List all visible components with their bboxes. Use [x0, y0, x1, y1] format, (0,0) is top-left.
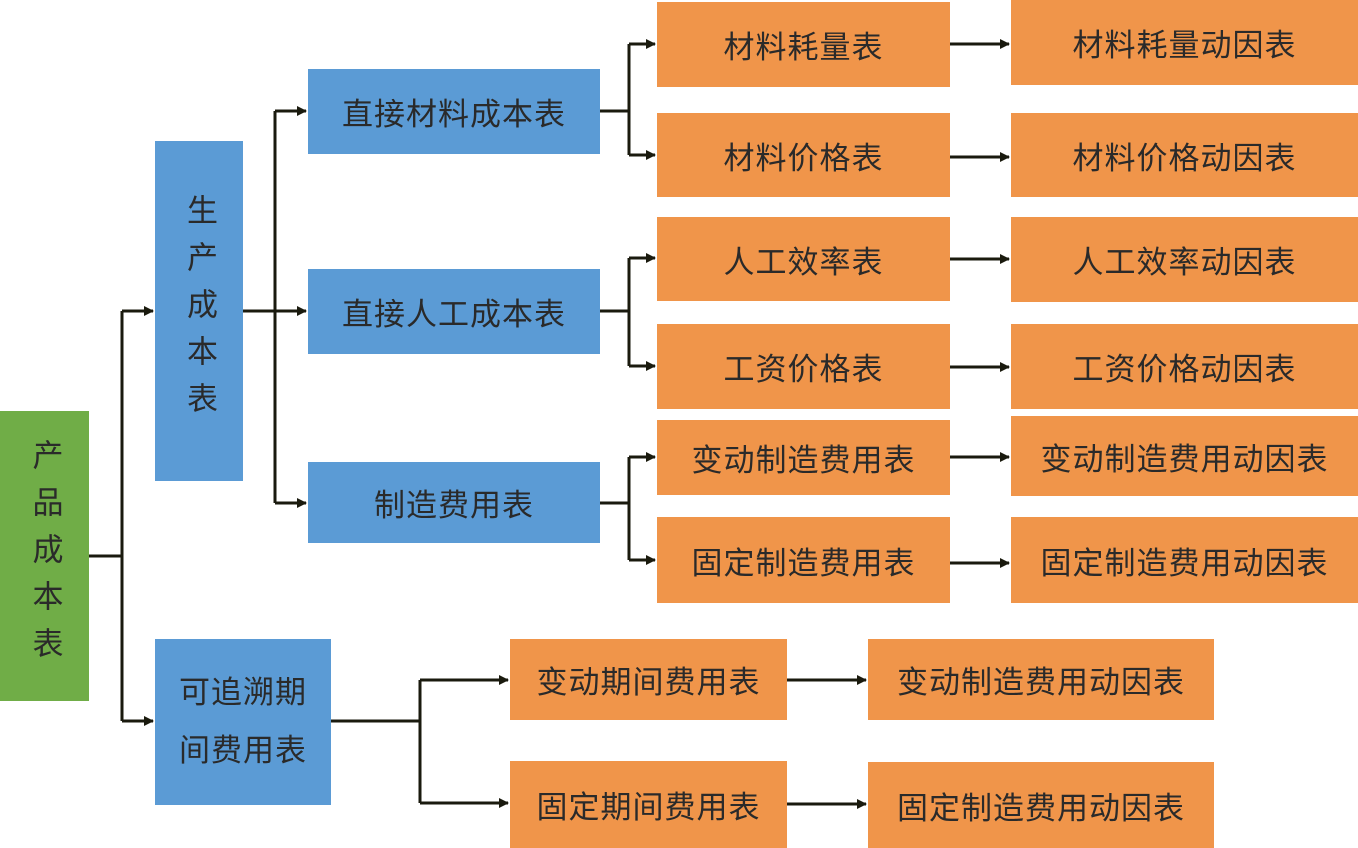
period-driver-node-2: 固定制造费用动因表: [868, 762, 1214, 848]
root-label: 产品成本表: [26, 438, 63, 674]
period-table-node-2: 固定期间费用表: [510, 761, 787, 848]
overhead-node: 制造费用表: [308, 462, 600, 543]
driver-node-5: 变动制造费用动因表: [1011, 416, 1358, 496]
driver-node-1: 材料耗量动因表: [1011, 0, 1358, 85]
detail-label-2: 材料价格表: [723, 140, 884, 177]
root-node: 产品成本表: [0, 411, 89, 701]
driver-node-3: 人工效率动因表: [1011, 217, 1358, 302]
production-cost-node: 生产成本表: [155, 141, 243, 481]
driver-node-2: 材料价格动因表: [1011, 113, 1358, 197]
period-table-label-2: 固定期间费用表: [536, 790, 761, 826]
driver-node-4: 工资价格动因表: [1011, 324, 1358, 409]
detail-node-2: 材料价格表: [657, 113, 950, 197]
detail-label-3: 人工效率表: [723, 244, 884, 281]
period-table-node-1: 变动期间费用表: [510, 639, 787, 720]
period-driver-node-1: 变动制造费用动因表: [868, 639, 1214, 720]
driver-node-6: 固定制造费用动因表: [1011, 517, 1358, 603]
overhead-label: 制造费用表: [374, 488, 534, 524]
detail-node-4: 工资价格表: [657, 324, 950, 409]
detail-label-4: 工资价格表: [723, 352, 884, 388]
period-driver-label-1: 变动制造费用动因表: [897, 665, 1185, 701]
detail-label-1: 材料耗量表: [723, 30, 884, 66]
driver-label-5: 变动制造费用动因表: [1040, 441, 1329, 478]
period-table-label-1: 变动期间费用表: [536, 665, 761, 701]
direct-labor-label: 直接人工成本表: [342, 297, 566, 333]
detail-label-5: 变动制造费用表: [691, 443, 916, 479]
direct-material-label: 直接材料成本表: [342, 97, 566, 133]
period-expense-label: 可追溯期间费用表: [179, 675, 307, 769]
production-cost-label: 生产成本表: [181, 193, 217, 429]
driver-label-3: 人工效率动因表: [1072, 245, 1297, 281]
detail-node-3: 人工效率表: [657, 217, 950, 301]
driver-label-1: 材料耗量动因表: [1072, 28, 1297, 64]
detail-node-5: 变动制造费用表: [657, 420, 950, 495]
detail-label-6: 固定制造费用表: [691, 545, 916, 582]
period-expense-node: 可追溯期间费用表: [155, 639, 331, 805]
detail-node-1: 材料耗量表: [657, 2, 950, 87]
period-driver-label-2: 固定制造费用动因表: [897, 790, 1185, 827]
direct-labor-node: 直接人工成本表: [308, 269, 600, 354]
driver-label-6: 固定制造费用动因表: [1040, 545, 1329, 582]
direct-material-node: 直接材料成本表: [308, 69, 600, 154]
detail-node-6: 固定制造费用表: [657, 517, 950, 603]
driver-label-4: 工资价格动因表: [1072, 352, 1297, 388]
driver-label-2: 材料价格动因表: [1072, 140, 1297, 177]
